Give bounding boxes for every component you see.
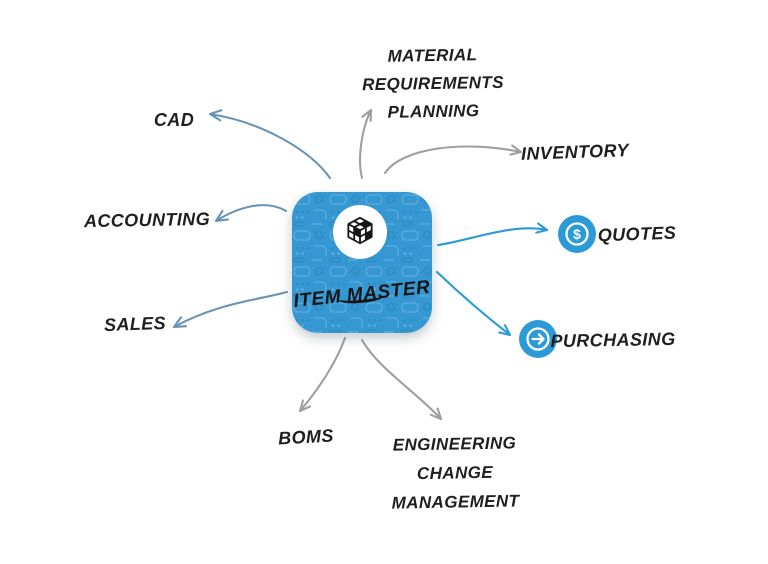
item-master-card: ITEM MASTER [292,192,432,333]
arrow-to-purchasing [435,270,512,337]
arrow-to-boms [298,336,347,413]
arrow-to-sales [172,290,289,329]
node-sales: SALES [103,312,167,336]
arrow-to-cad [208,109,332,180]
node-quotes: QUOTES [597,222,677,246]
cube-badge [333,205,387,259]
node-boms: BOMS [277,425,335,449]
arrow-to-engineering-change-management [360,338,443,421]
node-engineering-change-management: ENGINEERING CHANGE MANAGEMENT [391,433,520,513]
arrow-to-accounting [214,204,288,223]
node-inventory: INVENTORY [520,140,630,164]
arrow-to-inventory [383,144,523,175]
svg-text:$: $ [573,226,581,242]
arrow-to-material-requirements-planning [359,108,373,180]
node-accounting: ACCOUNTING [83,208,211,232]
node-purchasing: PURCHASING [550,328,676,352]
cube-icon [347,216,373,245]
arrow-to-quotes [436,222,549,247]
dollar-circle-icon: $ [558,215,596,253]
arrow-right-circle-icon [519,320,557,358]
node-cad: CAD [153,110,195,130]
node-material-requirements-planning: MATERIAL REQUIREMENTS PLANNING [361,45,505,122]
